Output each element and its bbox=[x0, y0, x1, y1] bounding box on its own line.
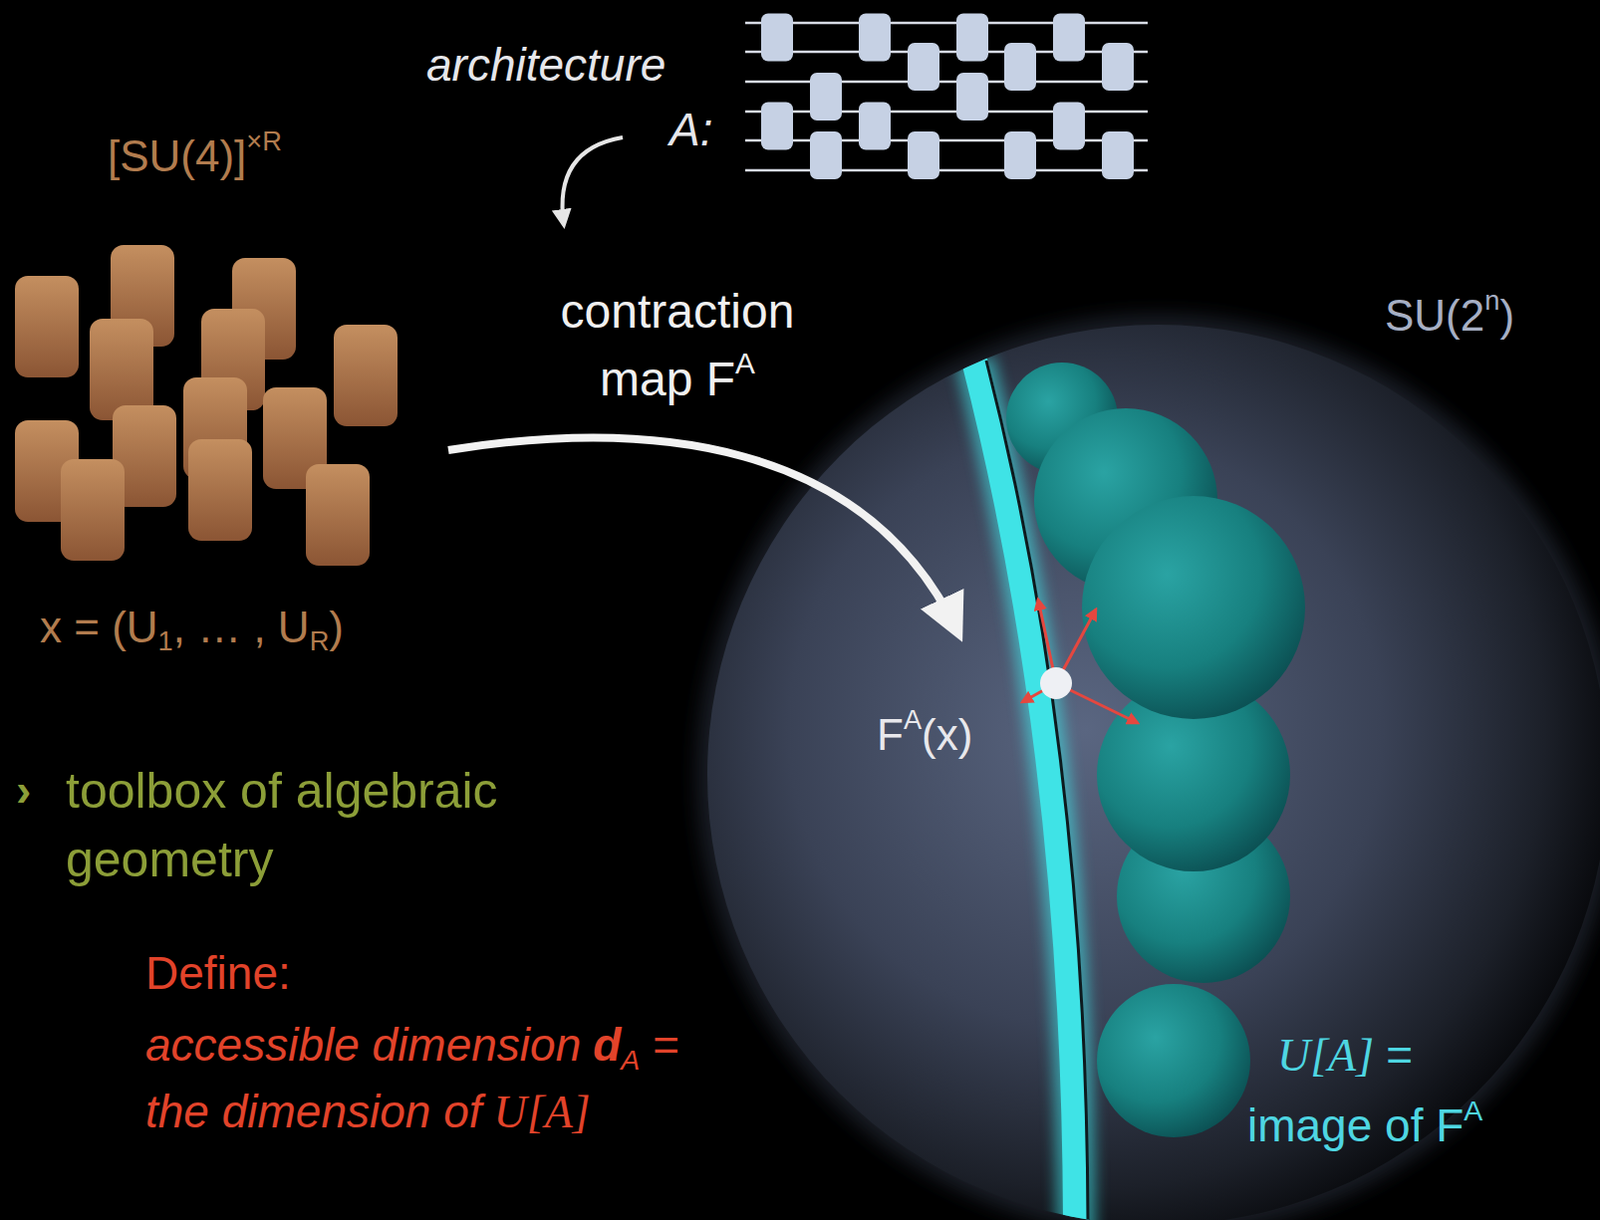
curved-arrow bbox=[562, 137, 623, 226]
superscript: ×R bbox=[246, 125, 282, 157]
text-line: accessible dimensiondA = bbox=[145, 1018, 679, 1073]
band-line bbox=[986, 360, 1088, 1220]
text-label: A: bbox=[669, 103, 713, 156]
subscript: A bbox=[620, 1044, 640, 1076]
unitary-sphere bbox=[707, 324, 1600, 1220]
image-ball bbox=[1081, 496, 1306, 720]
circuit-gate bbox=[1053, 13, 1085, 62]
gate-block bbox=[333, 324, 398, 427]
text-line: the dimension ofU[A] bbox=[145, 1084, 591, 1140]
circuit-gate bbox=[809, 72, 842, 121]
circuit-gate bbox=[761, 102, 794, 151]
image-point bbox=[1040, 667, 1072, 700]
text-label: image of F bbox=[1247, 1099, 1464, 1152]
text-label: U[A] bbox=[494, 1086, 591, 1138]
circuit-wire bbox=[745, 169, 1148, 173]
circuit-gate bbox=[1004, 42, 1037, 91]
circuit-gate bbox=[956, 72, 989, 121]
text-line: SU(2n) bbox=[1384, 289, 1515, 343]
circuit-gate bbox=[956, 13, 989, 62]
text-label: d bbox=[592, 1019, 621, 1071]
text-line: map FA bbox=[599, 350, 756, 409]
text-line: Define: bbox=[145, 946, 291, 1002]
text-label: [SU(4)] bbox=[107, 131, 247, 181]
text-line: A: bbox=[669, 102, 713, 158]
superscript: A bbox=[1463, 1094, 1483, 1127]
text-label: map F bbox=[599, 352, 736, 406]
superscript: n bbox=[1484, 284, 1500, 316]
circuit-wire bbox=[745, 139, 1148, 143]
text-line: image of FA bbox=[1247, 1098, 1483, 1154]
gate-block bbox=[14, 275, 79, 378]
text-label: F bbox=[876, 710, 904, 760]
circuit-wire bbox=[745, 110, 1148, 114]
circuit-gate bbox=[761, 13, 794, 62]
text-label: , … , U bbox=[173, 602, 310, 652]
circuit-gate bbox=[907, 131, 940, 180]
text-label: the dimension of bbox=[145, 1085, 483, 1138]
circuit-wire bbox=[745, 80, 1148, 84]
circuit-gate bbox=[858, 13, 891, 62]
text-line: [SU(4)]×R bbox=[107, 130, 282, 184]
circuit-gate bbox=[1101, 42, 1134, 91]
superscript: A bbox=[735, 346, 756, 380]
text-label: = bbox=[651, 1019, 679, 1071]
text-line: contraction bbox=[560, 282, 796, 341]
text-label: Define: bbox=[145, 947, 291, 1000]
text-label: accessible dimension bbox=[145, 1019, 581, 1071]
text-label: U[A] bbox=[1277, 1030, 1374, 1081]
circuit-gate bbox=[1053, 102, 1085, 151]
superscript: A bbox=[903, 704, 922, 736]
circuit-gate bbox=[1101, 131, 1134, 180]
text-label: ) bbox=[1499, 290, 1515, 340]
text-label: ) bbox=[328, 602, 344, 652]
subscript: 1 bbox=[158, 625, 174, 657]
circuit-gate bbox=[1004, 131, 1037, 180]
circuit-wire bbox=[745, 50, 1148, 54]
text-line: U[A]= bbox=[1277, 1028, 1413, 1083]
text-label: contraction bbox=[560, 284, 796, 338]
circuit-wire bbox=[745, 21, 1148, 25]
text-label: toolbox of algebraic geometry bbox=[65, 763, 499, 888]
image-band bbox=[974, 360, 1076, 1220]
text-label: (x) bbox=[921, 710, 973, 760]
text-label: = bbox=[1385, 1029, 1413, 1081]
circuit-gate bbox=[858, 102, 891, 151]
subscript: R bbox=[309, 625, 330, 657]
gate-block bbox=[305, 464, 370, 566]
text-label: SU(2 bbox=[1384, 290, 1485, 340]
text-label: architecture bbox=[426, 38, 666, 91]
text-line: x = (U1, … , UR) bbox=[39, 601, 344, 655]
contraction-arrow bbox=[448, 438, 959, 634]
image-ball bbox=[1096, 984, 1251, 1138]
text-label: x = (U bbox=[39, 602, 159, 652]
text-label: › bbox=[15, 764, 31, 816]
gate-block bbox=[89, 318, 154, 421]
sphere-halo bbox=[697, 314, 1600, 1220]
text-line: › bbox=[15, 763, 31, 818]
circuit-gate bbox=[809, 131, 842, 180]
text-line: FA(x) bbox=[876, 709, 973, 763]
text-line: architecture bbox=[426, 37, 666, 93]
sphere-contents bbox=[974, 360, 1306, 1220]
gate-block bbox=[60, 459, 125, 561]
text-line: toolbox of algebraic geometry bbox=[65, 757, 624, 895]
circuit-gate bbox=[907, 42, 940, 91]
gate-block bbox=[188, 439, 253, 541]
